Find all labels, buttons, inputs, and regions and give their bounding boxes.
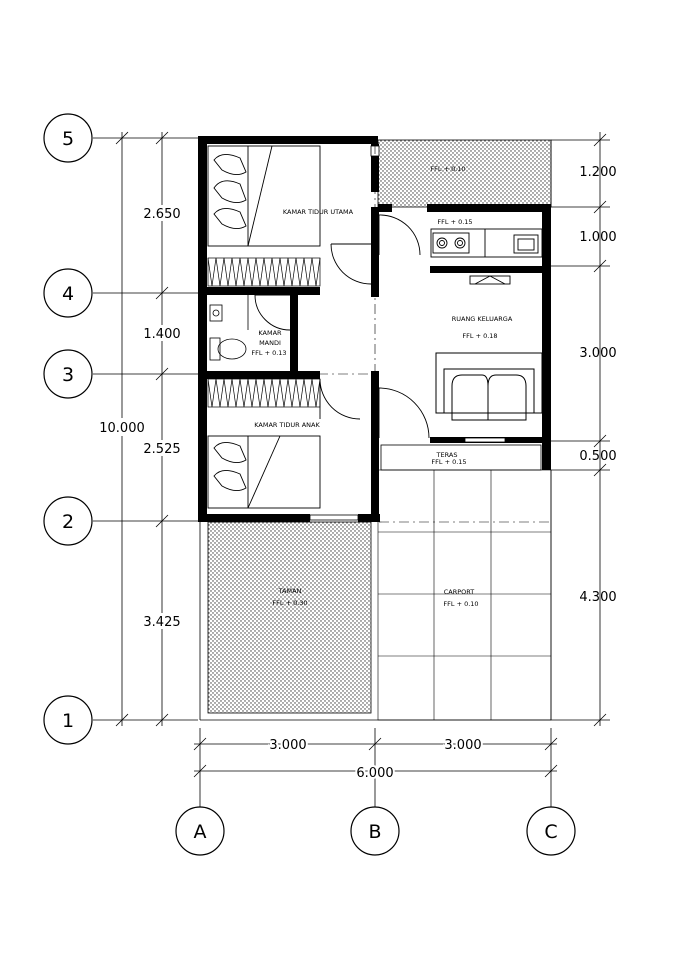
dim-left-1: 2.650 <box>143 207 180 222</box>
dim-bg-1 <box>138 205 186 221</box>
grid-bubble-4: 4 <box>43 268 93 318</box>
grid-bubble-3: 3 <box>43 349 93 399</box>
grid-bubble-2: 2 <box>43 496 93 546</box>
label-carport: CARPORT <box>444 588 475 596</box>
dim-left-4: 3.425 <box>143 615 180 630</box>
svg-text:B: B <box>368 821 381 843</box>
label-kamar-tidur-utama: KAMAR TIDUR UTAMA <box>283 208 354 216</box>
svg-text:5: 5 <box>62 128 74 150</box>
centerlines <box>298 144 551 523</box>
label-teras-ffl: FFL + 0.15 <box>431 458 466 466</box>
label-dapur-ffl: FFL + 0.15 <box>437 218 472 226</box>
dim-left-2: 1.400 <box>143 327 180 342</box>
kitchen-counter <box>430 228 543 285</box>
room-labels: KAMAR TIDUR UTAMA KAMAR MANDI FFL + 0.13… <box>251 165 512 608</box>
grid-bubble-1: 1 <box>43 695 93 745</box>
svg-text:4: 4 <box>62 283 74 305</box>
sofa <box>435 352 543 421</box>
dim-bg-2 <box>138 325 186 341</box>
doors <box>254 214 430 439</box>
grid-bubble-C: C <box>526 806 576 856</box>
garden-top-hatch <box>377 139 552 208</box>
label-garden-top-ffl: FFL + 0.10 <box>430 165 465 173</box>
dim-left-3: 2.525 <box>143 442 180 457</box>
dim-right-1: 1.200 <box>579 165 616 180</box>
label-kamar-tidur-anak: KAMAR TIDUR ANAK <box>254 421 320 429</box>
right-dimension-lines <box>551 132 610 727</box>
svg-text:3: 3 <box>62 364 74 386</box>
dim-bg-4 <box>138 613 186 629</box>
taman-hatch <box>207 521 372 714</box>
dim-right-3: 3.000 <box>579 346 616 361</box>
dim-bottom-2: 3.000 <box>444 738 481 753</box>
svg-text:C: C <box>544 821 557 843</box>
label-carport-ffl: FFL + 0.10 <box>443 600 478 608</box>
dim-left-overall: 10.000 <box>99 421 145 436</box>
label-taman: TAMAN <box>278 587 302 595</box>
dim-right-5: 4.300 <box>579 590 616 605</box>
svg-text:1: 1 <box>62 710 74 732</box>
svg-text:A: A <box>194 821 207 843</box>
dim-right-2: 1.000 <box>579 230 616 245</box>
grid-bubble-A: A <box>175 806 225 856</box>
label-ruang-keluarga: RUANG KELUARGA <box>452 315 513 323</box>
label-kamar-mandi-1: KAMAR <box>258 329 282 337</box>
dim-bg-3 <box>138 440 186 456</box>
grid-row-lines <box>93 137 198 721</box>
wardrobe-kids <box>207 378 321 408</box>
label-kamar-mandi-2: MANDI <box>259 339 281 347</box>
bottom-dimension-lines <box>193 737 558 778</box>
wardrobe-master <box>207 257 321 287</box>
left-overall-bg <box>95 418 150 436</box>
grid-col-lines <box>199 728 552 807</box>
thin-outlines <box>199 140 552 721</box>
bathroom-fixtures <box>209 295 249 361</box>
label-taman-ffl: FFL + 0.30 <box>272 599 307 607</box>
label-kamar-mandi-ffl: FFL + 0.13 <box>251 349 286 357</box>
grid-bubble-5: 5 <box>43 113 93 163</box>
label-ruang-keluarga-ffl: FFL + 0.18 <box>462 332 497 340</box>
dim-right-4: 0.500 <box>579 449 616 464</box>
svg-text:2: 2 <box>62 511 74 533</box>
label-teras: TERAS <box>436 451 458 459</box>
bed-master <box>207 145 321 247</box>
grid-bubble-B: B <box>350 806 400 856</box>
dim-bottom-1: 3.000 <box>269 738 306 753</box>
bed-kids <box>207 435 321 509</box>
dim-bottom-overall: 6.000 <box>356 766 393 781</box>
